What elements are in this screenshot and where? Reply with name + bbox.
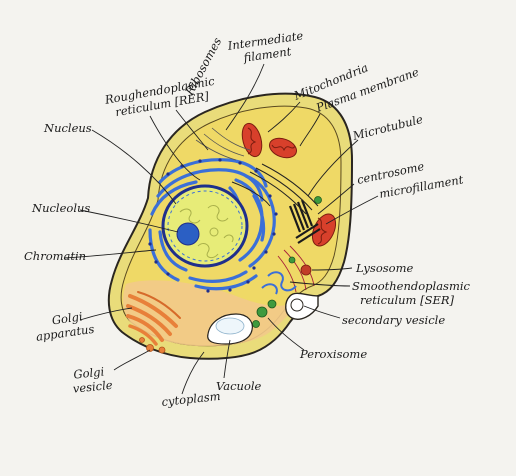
label-vacuole: Vacuole xyxy=(216,379,262,393)
label-secondary-vesicle: secondary vesicle xyxy=(342,313,445,327)
secondary-vesicle-body xyxy=(290,298,304,312)
label-golgi-vesicle-line2: vesicle xyxy=(72,378,113,396)
label-microtubule: Microtubule xyxy=(350,112,424,143)
leader-lines xyxy=(63,63,379,395)
peroxisomes xyxy=(252,299,277,328)
green-vesicle-mid xyxy=(288,256,296,264)
mitochondrion-2 xyxy=(268,137,298,159)
vacuole xyxy=(207,313,253,345)
label-ser-line2: reticulum [SER] xyxy=(360,293,455,307)
label-nucleus: Nucleus xyxy=(43,121,92,135)
label-peroxisome: Peroxisome xyxy=(299,347,367,361)
nucleus xyxy=(161,184,249,268)
golgi-apparatus xyxy=(126,291,181,346)
mitochondrion-1 xyxy=(241,122,263,158)
label-golgi-apparatus-line2: apparatus xyxy=(35,322,95,344)
label-golgi-apparatus-line1: Golgi xyxy=(51,309,84,327)
chromatin xyxy=(179,205,234,259)
microtubules xyxy=(231,163,319,215)
smooth-er xyxy=(261,271,297,295)
label-lysosome: Lysosome xyxy=(355,261,413,275)
label-chromatin: Chromatin xyxy=(24,249,86,263)
label-golgi-vesicle-line1: Golgi xyxy=(73,364,105,381)
nuclear-envelope xyxy=(161,184,249,268)
lysosome xyxy=(300,264,312,276)
intermediate-filaments xyxy=(195,127,251,161)
golgi-vesicles xyxy=(139,337,166,354)
label-ser-line1: Smoothendoplasmic xyxy=(352,279,471,293)
label-nucleolus: Nucleolus xyxy=(31,201,90,215)
ribosomes xyxy=(148,158,278,293)
label-cytoplasm: cytoplasm xyxy=(161,389,221,409)
label-intermediate-filament-line2: filament xyxy=(242,44,293,65)
nucleolus xyxy=(176,222,200,246)
green-vesicle-top xyxy=(314,196,322,204)
centrosome xyxy=(288,199,321,244)
